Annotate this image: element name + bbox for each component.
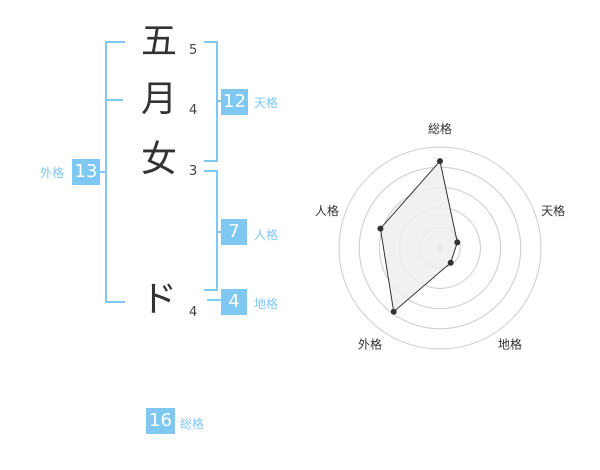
stroke-count-2: 4 [189, 103, 198, 118]
jinkaku-value: 7 [221, 219, 247, 245]
radar-axis-label: 地格 [498, 336, 522, 351]
gaikaku-bracket [105, 41, 125, 303]
jinkaku-connector [216, 231, 222, 233]
radar-grid-ring [338, 146, 542, 350]
radar-point [377, 225, 384, 232]
chikaku-label: 地格 [254, 297, 279, 311]
gaikaku-bracket-tick [105, 99, 123, 101]
gaikaku-connector [99, 171, 105, 173]
radar-axis-label: 人格 [315, 203, 339, 218]
radar-axis-label: 外格 [358, 336, 382, 351]
jinkaku-bracket [204, 170, 218, 291]
radar-axis-label: 総格 [428, 121, 452, 136]
jinkaku-label: 人格 [254, 228, 279, 242]
tenkaku-label: 天格 [254, 96, 279, 110]
tenkaku-connector [216, 100, 222, 102]
radar-axis-label: 天格 [541, 203, 565, 218]
stroke-count-3: 3 [189, 164, 198, 179]
name-char-4: ド [140, 279, 177, 320]
stroke-count-4: 4 [189, 305, 198, 320]
gaikaku-label: 外格 [40, 166, 65, 180]
chikaku-value: 4 [221, 289, 247, 315]
radar-point [437, 158, 443, 165]
name-char-2: 月 [140, 79, 177, 120]
stroke-count-1: 5 [189, 43, 198, 58]
name-char-1: 五 [140, 21, 177, 62]
gaikaku-value: 13 [72, 159, 100, 185]
tenkaku-value: 12 [221, 89, 248, 115]
soukaku-label: 総格 [180, 417, 205, 431]
radar-point [454, 239, 461, 246]
radar-point [447, 259, 454, 266]
name-char-3: 女 [140, 139, 177, 180]
radar-point [390, 308, 397, 315]
soukaku-value: 16 [146, 408, 175, 434]
chikaku-connector [207, 299, 222, 301]
radar-series-area [379, 160, 458, 313]
